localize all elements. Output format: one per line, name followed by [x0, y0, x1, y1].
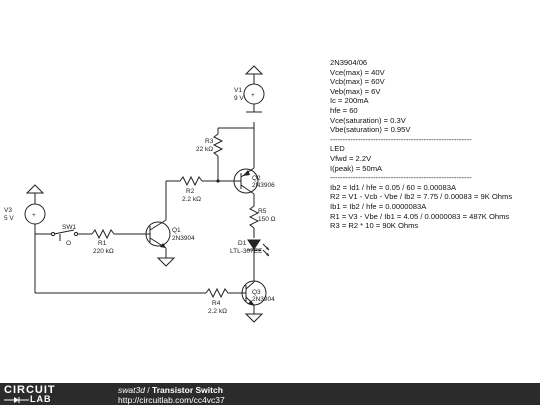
- v1-ground-symbol: [246, 104, 262, 113]
- note-line: I(peak) = 50mA: [330, 163, 383, 173]
- q3-part-label: 2N3904: [252, 296, 275, 303]
- note-line: R2 = V1 - Vcb - Vbe / Ib2 = 7.75 / 0.000…: [330, 192, 513, 202]
- d1-led: [247, 239, 270, 282]
- r2-value-label: 2.2 kΩ: [182, 196, 201, 203]
- note-line: Vbe(saturation) = 0.95V: [330, 125, 411, 135]
- note-line: Vce(saturation) = 0.3V: [330, 115, 406, 125]
- note-line: R1 = V3 - Vbe / Ib1 = 4.05 / 0.0000083 =…: [330, 211, 510, 221]
- v1-plus-sign: +: [251, 92, 255, 99]
- note-line: 2N3904/06: [330, 58, 368, 67]
- note-line: ----------------------------------------…: [330, 134, 472, 144]
- r1-resistor: [91, 228, 150, 240]
- r4-ref-label: R4: [212, 300, 221, 307]
- note-line: hfe = 60: [330, 105, 358, 115]
- logo-text-bottom: LAB: [30, 394, 52, 404]
- footer-user[interactable]: swat3d: [118, 385, 145, 395]
- q2-ref-label: Q2: [252, 175, 261, 182]
- r5-ref-label: R5: [258, 208, 267, 215]
- d1-ref-label: D1: [238, 240, 247, 247]
- note-line: R3 = R2 * 10 = 90K Ohms: [330, 221, 419, 231]
- q1-ref-label: Q1: [172, 227, 181, 234]
- v3-supply-arrow: [25, 184, 45, 204]
- q2-part-label: 2N3906: [252, 182, 275, 189]
- r1-ref-label: R1: [98, 240, 107, 247]
- circuitlab-logo[interactable]: CIRCUIT LAB: [4, 384, 94, 404]
- note-line: Vfwd = 2.2V: [330, 153, 372, 163]
- q1-ground-arrow: [156, 257, 176, 267]
- footer-bar: CIRCUIT LAB swat3d / Transistor Switch h…: [0, 383, 540, 405]
- v1-battery: +: [243, 83, 265, 105]
- r3-resistor: [212, 128, 224, 181]
- r3-value-label: 22 kΩ: [196, 146, 213, 153]
- r2-ref-label: R2: [186, 188, 195, 195]
- footer-title: Transistor Switch: [152, 385, 223, 395]
- d1-part-label: LTL-307EE: [230, 248, 263, 255]
- note-line: Ic = 200mA: [330, 96, 369, 106]
- q1-npn-transistor: [145, 219, 171, 258]
- r1-value-label: 220 kΩ: [93, 248, 114, 255]
- r4-resistor: [35, 287, 246, 299]
- v3-value-label: 5 V: [4, 215, 14, 222]
- r4-value-label: 2.2 kΩ: [208, 308, 227, 315]
- logo-text-top: CIRCUIT: [4, 384, 56, 396]
- r3-ref-label: R3: [205, 138, 214, 145]
- q3-ref-label: Q3: [252, 289, 261, 296]
- note-line: Ib2 = Id1 / hfe = 0.05 / 60 = 0.00083A: [330, 182, 457, 192]
- r5-resistor: [248, 205, 260, 238]
- note-line: Ib1 = Ib2 / hfe = 0.0000083A: [330, 201, 427, 211]
- logo-circuit-icon: [4, 397, 29, 403]
- note-line: Veb(max) = 6V: [330, 86, 381, 96]
- footer-url-link[interactable]: http://circuitlab.com/cc4vc37: [118, 395, 225, 405]
- note-line: LED: [330, 144, 345, 154]
- v3-plus-sign: +: [32, 212, 36, 219]
- q3-npn-transistor: [241, 280, 267, 314]
- note-line: ----------------------------------------…: [330, 173, 472, 183]
- svg-text:O: O: [66, 240, 71, 247]
- v1-value-label: 9 V: [234, 95, 244, 102]
- footer-separator: /: [144, 385, 153, 395]
- note-line: Vcb(max) = 60V: [330, 77, 385, 87]
- v3-ref-label: V3: [4, 207, 12, 214]
- q2-base-wire: [166, 175, 241, 187]
- sw1-ref-label: SW1: [62, 224, 76, 231]
- v1-supply-arrow: [244, 65, 264, 84]
- note-line: Vce(max) = 40V: [330, 67, 385, 77]
- schematic-canvas: + V1 9 V R3 22 kΩ Q2 2N3906: [4, 65, 276, 323]
- sw1-switch: O: [35, 229, 92, 247]
- footer-text: swat3d / Transistor Switch http://circui…: [118, 385, 225, 405]
- v1-ref-label: V1: [234, 87, 242, 94]
- q3-ground-arrow: [244, 313, 264, 323]
- r5-value-label: 150 Ω: [258, 216, 276, 223]
- q1-part-label: 2N3904: [172, 235, 195, 242]
- v3-battery: +: [24, 203, 46, 225]
- q2-emitter-rail: [218, 112, 258, 160]
